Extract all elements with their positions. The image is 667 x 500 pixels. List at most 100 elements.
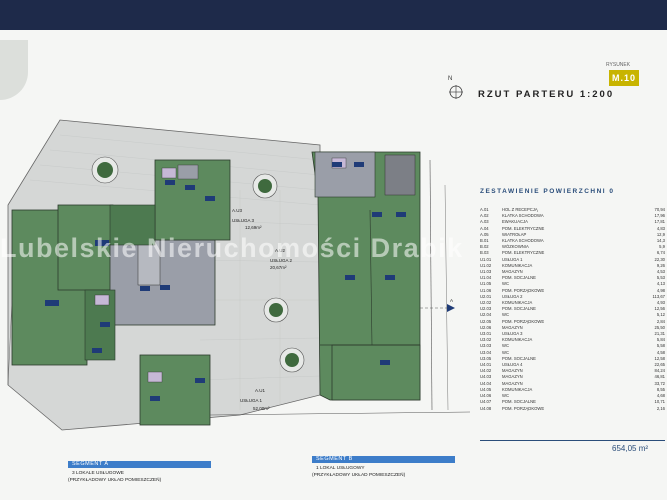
area-table-name: EWAKUACJA	[502, 219, 528, 225]
area-table-name: KOMUNIKACJA	[502, 386, 533, 392]
area-table-name: POM. PORZĄDKOWE	[502, 318, 545, 324]
area-table-name: POM. SOCJALNE	[502, 306, 536, 312]
area-table-code: U4.02	[480, 368, 492, 374]
area-table-val: 113,67	[652, 293, 666, 299]
area-table-name: POM. SOCJALNE	[502, 399, 536, 405]
segment-a-line1: 3 LOKALE USŁUGOWE	[72, 471, 124, 476]
area-table-code: A.03	[480, 219, 489, 225]
north-label: N	[448, 76, 453, 82]
area-table-val: 4,58	[656, 349, 665, 355]
area-total: 654,05 m²	[612, 444, 649, 453]
area-table-row: U3.01 USŁUGA 3 21,31	[480, 331, 665, 337]
area-table-row: U4.08 POM. PORZĄDKOWE 2,16	[480, 406, 665, 412]
segment-a-wc-3	[94, 294, 110, 306]
area-table-val: 4,68	[656, 393, 665, 399]
area-table-name: USŁUGA 1	[502, 256, 523, 262]
area-table-val: 12,56	[654, 306, 665, 312]
area-table-code: U4.05	[480, 386, 492, 392]
area-table-name: WC	[502, 312, 509, 318]
segment-b-label: SEGMENT B	[316, 456, 353, 462]
area-table-code: U3.04	[480, 349, 492, 355]
area-table-row: U2.04 WC 5,12	[480, 312, 665, 318]
area-table-val: 5,53	[656, 275, 665, 281]
area-table-code: U2.03	[480, 306, 492, 312]
area-table-name: WIATROŁAP	[502, 231, 527, 237]
area-table-val: 2,84	[656, 318, 665, 324]
label-au3: A.U3	[232, 208, 243, 213]
area-table-val: 22,65	[654, 362, 665, 368]
area-table-val: 6,74	[656, 250, 665, 256]
tree-1	[91, 156, 119, 184]
area-table-val: 10,71	[654, 399, 665, 405]
area-table-code: U3.01	[480, 331, 492, 337]
area-table-val: 5,12	[656, 312, 665, 318]
area-table-code: B.02	[480, 244, 489, 250]
scale-caption: RYSUNEK	[606, 62, 631, 68]
area-table-name: KOMUNIKACJA	[502, 337, 533, 343]
unit-tags	[45, 162, 406, 401]
label-usluga-1-area: 52,00m²	[253, 406, 270, 411]
area-table-name: MAGAZYN	[502, 269, 523, 275]
area-table-code: U3.02	[480, 337, 492, 343]
segment-a-common-core	[109, 239, 216, 326]
area-table-name: POM. ELEKTRYCZNE	[502, 225, 545, 231]
area-table-val: 2,16	[656, 405, 665, 411]
page-title: RZUT PARTERU 1:200	[478, 89, 615, 100]
area-table-code: A.04	[480, 225, 489, 231]
area-table-name: POM. PORZĄDKOWE	[502, 287, 545, 293]
area-table-code: U3.05	[480, 355, 492, 361]
area-table-val: 5,58	[656, 343, 665, 349]
area-table-name: MAGAZYN	[502, 380, 523, 386]
area-table-name: MAGAZYN	[502, 368, 523, 374]
segment-a-wc-4	[147, 371, 163, 383]
area-table-val: 14,3	[656, 238, 665, 244]
segment-b-stair	[384, 154, 416, 196]
segment-b-line1: 1 LOKAL USŁUGOWY	[316, 466, 365, 471]
area-table-code: U3.03	[480, 343, 492, 349]
segment-a-line2: (PRZYKŁADOWY UKŁAD POMIESZCZEŃ)	[68, 478, 162, 483]
section-mark-a: A	[420, 298, 455, 312]
area-table-code: U2.06	[480, 324, 492, 330]
segment-b-line2: (PRZYKŁADOWY UKŁAD POMIESZCZEŃ)	[312, 473, 406, 478]
area-table-val: 17,96	[654, 213, 665, 219]
area-table-code: U1.03	[480, 269, 492, 275]
area-table-name: KOMUNIKACJA	[502, 300, 533, 306]
area-table-code: A.05	[480, 231, 489, 237]
area-table-code: U2.01	[480, 293, 492, 299]
tree-4	[279, 347, 305, 373]
label-au2: A.U2	[275, 248, 286, 253]
area-table-val: 21,31	[654, 331, 665, 337]
area-table-name: USŁUGA 2	[502, 293, 523, 299]
area-table-val: 4,98	[656, 287, 665, 293]
area-table-code: U1.01	[480, 256, 492, 262]
area-table-name: USŁUGA 4	[502, 362, 523, 368]
tree-3	[263, 297, 289, 323]
area-table-code: U4.08	[480, 405, 492, 411]
area-table-code: U2.04	[480, 312, 492, 318]
area-table-name: POM. PORZĄDKOWE	[502, 405, 545, 411]
label-usluga-1: USŁUGA 1	[240, 398, 263, 403]
area-table-name: USŁUGA 3	[502, 331, 523, 337]
top-dark-edge	[0, 0, 667, 30]
area-table-val: 12,58	[654, 355, 665, 361]
label-usluga-3-area: 12,69m²	[245, 225, 262, 230]
area-table-val: 33,72	[654, 380, 665, 386]
area-table-name: KOMUNIKACJA	[502, 262, 533, 268]
area-table-name: WC	[502, 281, 509, 287]
